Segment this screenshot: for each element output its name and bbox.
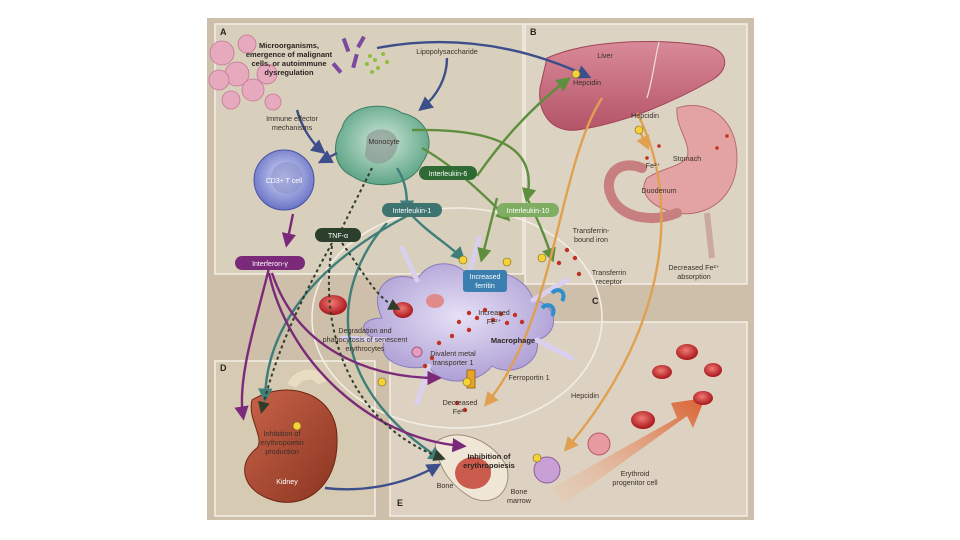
increased-ferritin-label-1: Increased [470, 274, 501, 281]
decreased-absorption-label-2: absorption [677, 272, 711, 281]
duodenum-label: Duodenum [641, 186, 676, 195]
interleukin-10-label: Interleukin-10 [507, 208, 550, 215]
transferrin-receptor-shape-2 [540, 303, 556, 318]
panel-letter-c: C [592, 296, 599, 306]
panel-c-circle [311, 207, 603, 429]
interferon-gamma-label: Interferon-γ [252, 261, 288, 268]
inhibition-erythro-label-2: erythropoiesis [463, 461, 515, 470]
erythropoiesis-arrow [552, 398, 705, 506]
increased-ferritin-label-2: ferritin [475, 283, 495, 290]
ferroportin-label: Ferroportin 1 [508, 373, 549, 382]
erythroid-label-1: Erythroid [621, 469, 650, 478]
interferon-gamma-pill [235, 256, 305, 270]
inhibition-epo-label-3: production [265, 447, 299, 456]
adrenal-gland [287, 369, 327, 389]
immune-label-2: mechanisms [272, 123, 313, 132]
inhibition-epo-label-2: erythropoietin [260, 438, 304, 447]
dmt1-shape [411, 346, 423, 358]
t-cell-nucleus [271, 162, 303, 194]
microorganisms-label: Microorganisms, emergence of malignant c… [246, 41, 333, 77]
iron-dots [422, 134, 729, 413]
regulation-markers [292, 69, 644, 463]
svg-text:cells, or autoimmune: cells, or autoimmune [251, 59, 326, 68]
panel-letter-b: B [530, 27, 537, 37]
tnf-alpha-label: TNF-α [328, 233, 348, 240]
interleukin-10-pill [497, 203, 559, 217]
interleukin-6-label: Interleukin-6 [429, 171, 468, 178]
diagram-canvas: A B C D E [208, 23, 748, 517]
increased-fe-label-2: Fe²⁺ [487, 317, 502, 326]
immune-label-1: Immune effector [266, 114, 318, 123]
liver-ligament [646, 41, 660, 99]
liver-label: Liver [597, 51, 613, 60]
bone-marrow-shape [455, 457, 491, 489]
interleukin-1-label: Interleukin-1 [393, 208, 432, 215]
increased-fe-label-1: Increased [478, 308, 510, 317]
liver-shape [539, 41, 725, 131]
duodenum-shape [603, 160, 682, 223]
pathophysiology-figure: A B C D E [207, 18, 754, 520]
transferrin-receptor-label-2: receptor [596, 277, 623, 286]
svg-text:Microorganisms,: Microorganisms, [259, 41, 319, 50]
dmt-label-2: transporter 1 [433, 358, 474, 367]
monocyte-nucleus [365, 129, 398, 164]
bacteria-cluster [331, 35, 389, 74]
kidney-shape [244, 389, 338, 503]
svg-text:dysregulation: dysregulation [264, 68, 314, 77]
tnf-alpha-pill [315, 228, 361, 242]
t-cell-label: CD3+ T cell [266, 178, 303, 185]
hepcidin-path-label: Hepcidin [631, 111, 659, 120]
decreased-fe-label-1: Decreased [443, 398, 478, 407]
stomach-label: Stomach [673, 154, 701, 163]
fe-small-label: Fe²⁺ [646, 161, 661, 170]
hepcidin-macrophage-label: Hepcidin [571, 391, 599, 400]
panel-letter-a: A [220, 27, 227, 37]
stomach-shape [643, 104, 738, 215]
decreased-absorption-label-1: Decreased Fe²⁺ [668, 263, 720, 272]
transferrin-iron-label-1: Transferrin- [573, 226, 610, 235]
dmt-label-1: Divalent metal [430, 349, 476, 358]
decreased-fe-label-2: Fe²⁺ [453, 407, 468, 416]
kidney-label: Kidney [276, 479, 298, 486]
bone-label: Bone [437, 481, 454, 490]
inhibition-epo-label-1: Inhibition of [264, 429, 301, 438]
macrophage-label: Macrophage [491, 336, 535, 345]
erythroid-label-2: progenitor cell [612, 478, 658, 487]
monocyte-label: Monocyte [368, 137, 399, 146]
svg-text:emergence of malignant: emergence of malignant [246, 50, 333, 59]
panel-letter-d: D [220, 363, 227, 373]
degradation-label-3: erythrocytes [345, 344, 385, 353]
bone-marrow-label-2: marrow [507, 496, 532, 505]
bone-marrow-label-1: Bone [511, 487, 528, 496]
tnf-dotted-paths [258, 167, 446, 461]
inhibition-erythro-label-1: Inhibition of [468, 452, 511, 461]
transferrin-receptor-label-1: Transferrin [592, 268, 626, 277]
lipopolysaccharide-label: Lipopolysaccharide [416, 47, 478, 56]
increased-ferritin-box [463, 270, 507, 292]
pink-cells-cluster [208, 34, 282, 111]
intestine-tube [704, 212, 715, 259]
transferrin-receptor-shape [550, 288, 566, 303]
red-blood-cells [319, 294, 722, 484]
hepcidin-liver-label: Hepcidin [573, 78, 601, 87]
degradation-label-2: phagocytosis of senescent [323, 335, 408, 344]
interleukin-6-pill [419, 166, 477, 180]
transferrin-iron-label-2: bound iron [574, 235, 608, 244]
degradation-label-1: Degradation and [338, 326, 391, 335]
panel-letter-e: E [397, 498, 403, 508]
interleukin-1-pill [382, 203, 442, 217]
